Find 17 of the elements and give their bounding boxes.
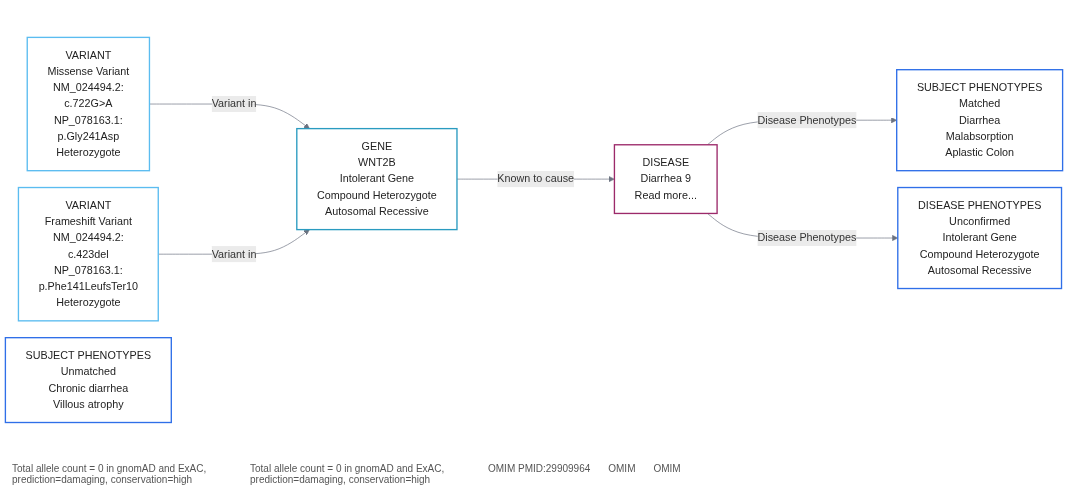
note-text: OMIM	[653, 463, 681, 476]
node-box: DISEASE PHENOTYPES Unconfirmed Intolerant Gene Compound Heterozygote Autosomal Recessive	[897, 186, 1063, 289]
note-text: OMIM	[608, 463, 636, 476]
edge-label: Variant in	[211, 247, 257, 260]
edge-label: Disease Phenotypes	[757, 231, 857, 243]
note-text: Total allele count = 0 in gnomAD and ExAC, prediction=damaging, conservation=high	[250, 463, 446, 485]
node-box: GENE WNT2B Intolerant Gene Compound Heterozygote Autosomal Recessive	[296, 127, 458, 230]
node-box: SUBJECT PHENOTYPES Matched Diarrhea Malabsorption Aplastic Colon	[896, 68, 1064, 171]
edge-label: Disease Phenotypes	[757, 113, 857, 126]
note-text: OMIM PMID:29909964	[488, 463, 591, 476]
note-text: Total allele count = 0 in gnomAD and ExAC, prediction=damaging, conservation=high	[12, 463, 208, 485]
node-box: DISEASE Diarrhea 9 Read more...	[613, 143, 718, 214]
node-box: VARIANT Frameshift Variant NM_024494.2: c.423del NP_078163.1: p.Phe141LeufsTer10 Heterozygote	[17, 186, 159, 322]
node-box: VARIANT Missense Variant NM_024494.2: c.722G>A NP_078163.1: p.Gly241Asp Heterozygote	[26, 36, 151, 171]
edge-label: Variant in	[211, 97, 257, 109]
edge-label: Known to cause	[497, 172, 575, 185]
node-box: SUBJECT PHENOTYPES Unmatched Chronic diarrhea Villous atrophy	[4, 336, 172, 423]
